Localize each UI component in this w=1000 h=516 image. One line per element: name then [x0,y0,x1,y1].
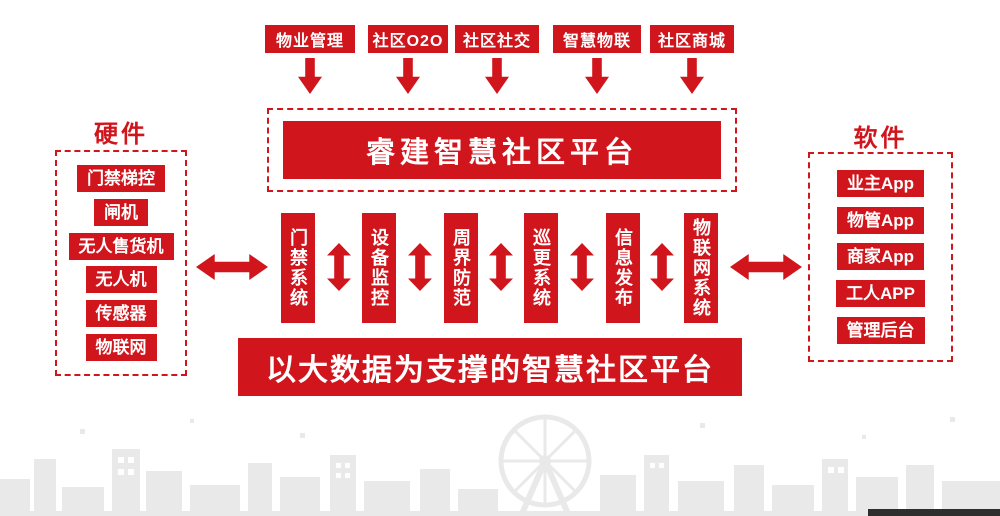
top-module-smart-iot: 智慧物联 [553,25,641,53]
bottom-banner: 以大数据为支撑的智慧社区平台 [238,338,742,396]
top-module-property-management: 物业管理 [265,25,355,53]
hardware-item-access-elevator: 门禁梯控 [77,164,165,192]
top-module-community-social: 社区社交 [455,25,539,53]
top-module-community-o2o: 社区O2O [368,25,448,53]
software-item-admin-backend: 管理后台 [836,317,925,345]
hardware-panel: 门禁梯控 闸机 无人售货机 无人机 传感器 物联网 [55,150,187,376]
hardware-item-gate: 闸机 [94,198,148,226]
platform-frame: 睿建智慧社区平台 [267,108,737,192]
updown-arrow-icon [408,243,432,291]
hardware-item-drone: 无人机 [85,266,157,294]
system-device-monitoring: 设备监控 [362,213,396,323]
hardware-title: 硬件 [94,121,148,148]
down-arrow-icon [680,58,704,94]
platform-title: 睿建智慧社区平台 [283,121,721,179]
down-arrow-icon [485,58,509,94]
down-arrow-icon [298,58,322,94]
system-perimeter-defense: 周界防范 [444,213,478,323]
software-panel: 业主App 物管App 商家App 工人APP 管理后台 [808,152,953,362]
updown-arrow-icon [650,243,674,291]
software-item-owner-app: 业主App [836,169,925,197]
software-item-merchant-app: 商家App [836,243,925,271]
down-arrow-icon [585,58,609,94]
top-module-community-mall: 社区商城 [650,25,734,53]
system-patrol: 巡更系统 [524,213,558,323]
system-access-control: 门禁系统 [281,213,315,323]
bottom-right-dark-bar [868,509,1000,516]
leftright-arrow-icon [196,254,268,280]
software-title: 软件 [853,125,908,152]
city-skyline-illustration [0,414,1000,516]
system-info-publish: 信息发布 [606,213,640,323]
system-iot: 物联网系统 [684,213,718,323]
hardware-item-vending-machine: 无人售货机 [68,232,174,260]
hardware-item-iot: 物联网 [85,334,157,362]
updown-arrow-icon [327,243,351,291]
updown-arrow-icon [489,243,513,291]
hardware-item-sensor: 传感器 [85,300,157,328]
down-arrow-icon [396,58,420,94]
leftright-arrow-icon [730,254,802,280]
updown-arrow-icon [570,243,594,291]
software-item-property-app: 物管App [836,206,925,234]
software-item-worker-app: 工人APP [836,280,925,308]
